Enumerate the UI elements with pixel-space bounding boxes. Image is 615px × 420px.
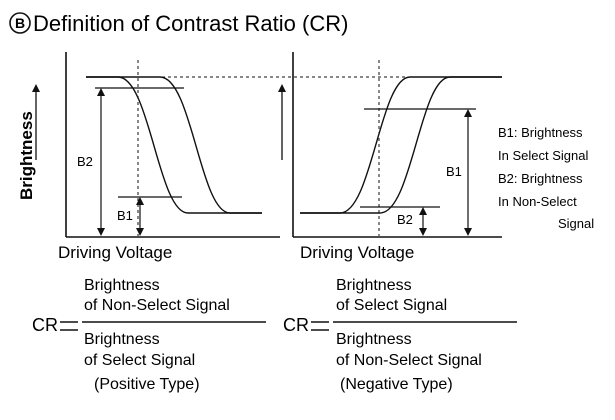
formula-positive-den-1: Brightness [84,331,160,348]
formula-positive-prefix: CR [32,315,58,335]
title: B Definition of Contrast Ratio (CR) [9,11,348,36]
left-b2-label: B2 [77,154,93,169]
right-graph: B1 B2 Driving Voltage [278,52,502,262]
legend-b2-line1: B2: Brightness [498,171,583,186]
right-curve-nonselect [300,76,502,214]
left-x-axis-label: Driving Voltage [58,243,172,262]
formula-positive-num-1: Brightness [84,277,160,294]
formula-positive: CR Brightness of Non-Select Signal Brigh… [32,277,266,393]
circled-letter-badge [9,12,31,34]
left-graph: Brightness B2 B1 Driving Voltage [17,52,502,262]
y-axis-label: Brightness [17,111,36,200]
legend: B1: Brightness In Select Signal B2: Brig… [498,125,594,231]
right-curve-select [300,76,502,214]
page-title: Definition of Contrast Ratio (CR) [33,11,348,36]
formula-negative-den-2: of Non-Select Signal [336,352,482,369]
right-x-axis-label: Driving Voltage [300,243,414,262]
formula-positive-den-2: of Select Signal [84,352,195,369]
formula-positive-type: (Positive Type) [94,376,200,393]
formula-negative: CR Brightness of Select Signal Brightnes… [283,277,517,393]
left-curve-select [86,76,262,214]
legend-b1-line1: B1: Brightness [498,125,583,140]
legend-b2-line2: In Non-Select [498,194,577,209]
formula-negative-prefix: CR [283,315,309,335]
title-marker: B [15,15,25,31]
formula-negative-den-1: Brightness [336,331,412,348]
legend-b2-line3: Signal [558,216,594,231]
right-b2-label: B2 [397,212,413,227]
formula-negative-num-2: of Select Signal [336,297,447,314]
legend-b1-line2: In Select Signal [498,148,588,163]
left-b1-label: B1 [117,208,133,223]
formula-negative-type: (Negative Type) [340,376,453,393]
formula-positive-num-2: of Non-Select Signal [84,297,230,314]
formula-negative-num-1: Brightness [336,277,412,294]
left-curve-nonselect [86,76,262,214]
right-b1-label: B1 [446,164,462,179]
